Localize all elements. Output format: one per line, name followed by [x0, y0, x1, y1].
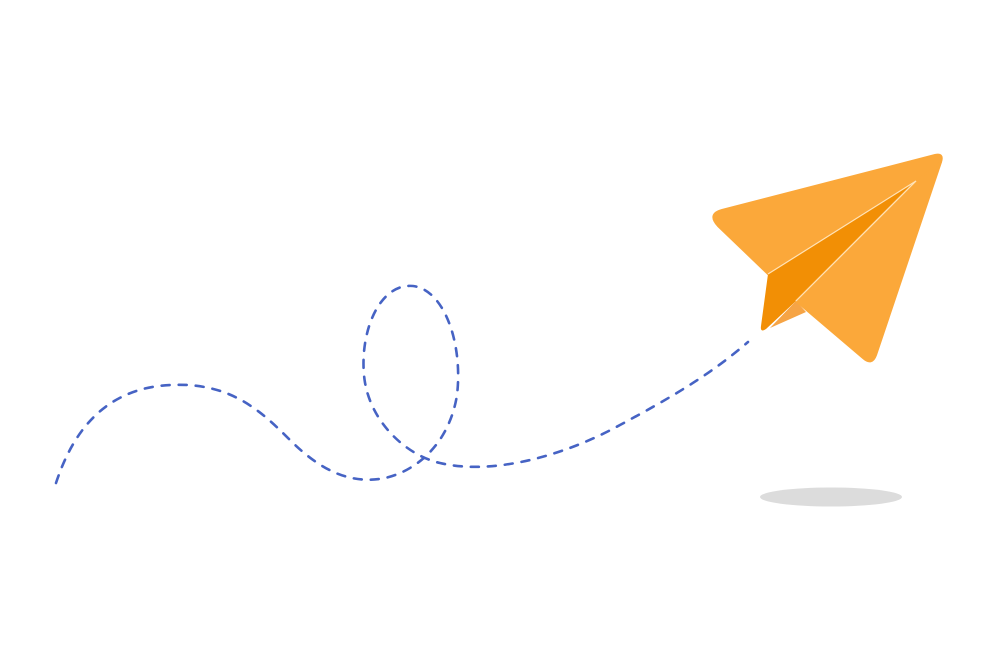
- plane-right-wing: [795, 161, 942, 363]
- plane-fold: [760, 181, 916, 331]
- plane-crease-right: [795, 180, 917, 302]
- plane-shadow-icon: [760, 487, 902, 507]
- plane-inner-shade: [770, 301, 806, 328]
- plane-crease-left: [767, 180, 917, 275]
- paper-plane-icon: [712, 153, 943, 363]
- dashed-trail-path-icon: [54, 284, 750, 485]
